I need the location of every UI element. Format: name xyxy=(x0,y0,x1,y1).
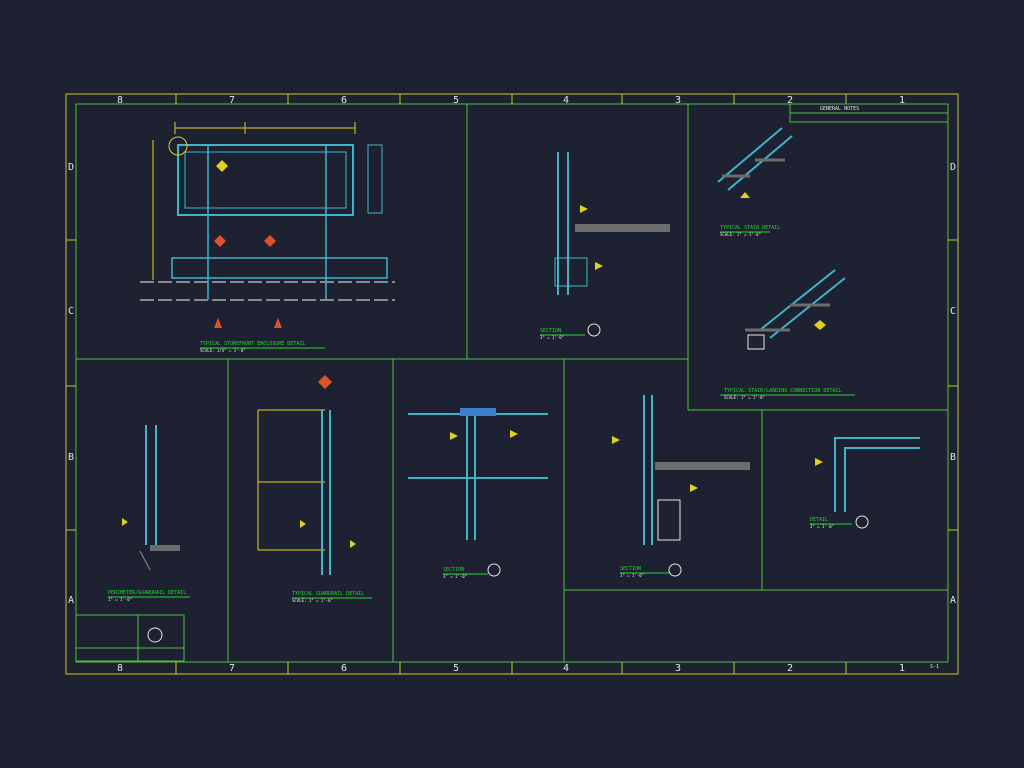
grid-column-label-top: 8 xyxy=(117,95,123,106)
grid-column-label-top: 6 xyxy=(341,95,347,106)
detail-title: SECTION xyxy=(540,328,561,334)
detail-right xyxy=(810,437,920,529)
grid-column-label-top: 5 xyxy=(453,95,459,106)
grid-row-label-right: A xyxy=(950,595,956,606)
perimeter-guardrail-detail xyxy=(108,425,190,598)
grid-column-label-top: 4 xyxy=(563,95,569,106)
grid-row-label-left: D xyxy=(68,162,74,173)
grid-row-label-right: D xyxy=(950,162,956,173)
inner-frame xyxy=(75,103,949,663)
detail-title: TYPICAL STOREFRONT ENCLOSURE DETAIL xyxy=(200,341,305,347)
storefront-enclosure-detail xyxy=(140,122,395,349)
grid-column-label-top: 2 xyxy=(787,95,793,106)
grid-column-label-top: 7 xyxy=(229,95,235,106)
detail-title: TYPICAL GUARDRAIL DETAIL xyxy=(292,591,364,597)
detail-scale: SCALE: 1/4" = 1'-0" xyxy=(200,348,246,353)
detail-title: PERIMETER/GUARDRAIL DETAIL xyxy=(108,590,186,596)
detail-title: DETAIL xyxy=(810,517,828,523)
outer-frame xyxy=(65,93,959,675)
detail-scale: 3" = 1'-0" xyxy=(620,573,644,578)
section-detail-right xyxy=(612,395,750,577)
grid-column-label-bottom: 6 xyxy=(341,663,347,674)
detail-scale: 3" = 1'-0" xyxy=(443,574,467,579)
grid-column-label-bottom: 1 xyxy=(899,663,905,674)
grid-column-label-top: 1 xyxy=(899,95,905,106)
detail-title: TYPICAL STAIR DETAIL xyxy=(720,225,780,231)
detail-title: SECTION xyxy=(620,566,641,572)
grid-column-label-bottom: 8 xyxy=(117,663,123,674)
grid-column-label-bottom: 3 xyxy=(675,663,681,674)
detail-title: TYPICAL STAIR/LANDING CONNECTION DETAIL xyxy=(724,388,841,394)
grid-column-label-bottom: 7 xyxy=(229,663,235,674)
stair-landing-connection-detail xyxy=(720,269,855,396)
detail-scale: SCALE: 1" = 1'-0" xyxy=(720,232,761,237)
grid-row-label-left: A xyxy=(68,595,74,606)
grid-row-label-right: B xyxy=(950,452,956,463)
typical-guardrail-detail xyxy=(257,375,372,599)
section-detail-middle xyxy=(408,408,548,577)
title-block-legend xyxy=(75,614,185,662)
detail-scale: SCALE: 1" = 1'-0" xyxy=(292,598,333,603)
grid-row-label-left: B xyxy=(68,452,74,463)
stair-detail xyxy=(717,127,793,233)
grid-column-label-top: 3 xyxy=(675,95,681,106)
grid-column-label-bottom: 2 xyxy=(787,663,793,674)
grid-column-label-bottom: 5 xyxy=(453,663,459,674)
grid-row-label-right: C xyxy=(950,306,956,317)
sheet-number: S-1 xyxy=(930,664,939,670)
sheet-label: GENERAL NOTES xyxy=(820,106,859,112)
detail-scale: 1" = 1'-0" xyxy=(108,597,132,602)
section-detail-top xyxy=(540,152,670,337)
title-block-header xyxy=(789,103,949,123)
grid-column-label-bottom: 4 xyxy=(563,663,569,674)
panel-grid xyxy=(76,104,948,662)
detail-title: SECTION xyxy=(443,567,464,573)
detail-scale: 3" = 1'-0" xyxy=(540,335,564,340)
grid-row-label-left: C xyxy=(68,306,74,317)
frame-ticks xyxy=(66,94,958,674)
detail-scale: 3" = 1'-0" xyxy=(810,524,834,529)
detail-scale: SCALE: 1" = 1'-0" xyxy=(724,395,765,400)
